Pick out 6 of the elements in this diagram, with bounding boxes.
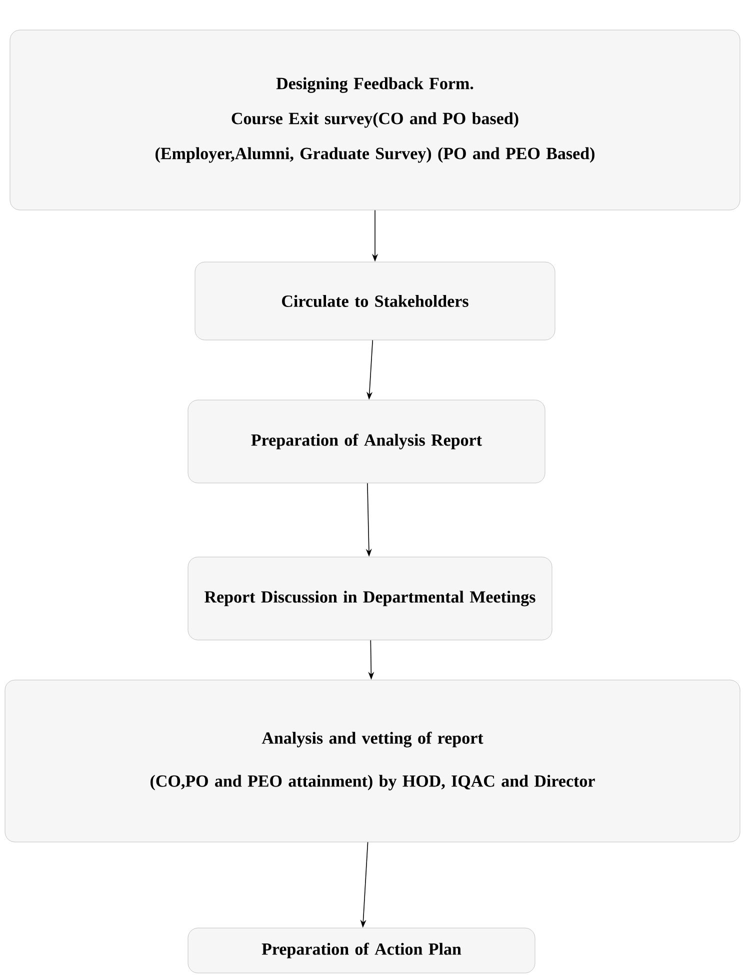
- process-box: Preparation of Action Plan: [188, 928, 536, 974]
- process-box: Report Discussion in Departmental Meetings: [188, 556, 552, 640]
- process-box: Preparation of Analysis Report: [188, 400, 546, 484]
- process-box: Analysis and vetting of report (CO,PO and PEO attainment) by HOD, IQAC and Director: [4, 680, 740, 842]
- process-box: Designing Feedback Form. Course Exit survey(CO and PO based) (Employer,Alumni, Graduate Survey) (PO and PEO Based): [10, 30, 740, 210]
- process-box: Circulate to Stakeholders: [194, 262, 556, 340]
